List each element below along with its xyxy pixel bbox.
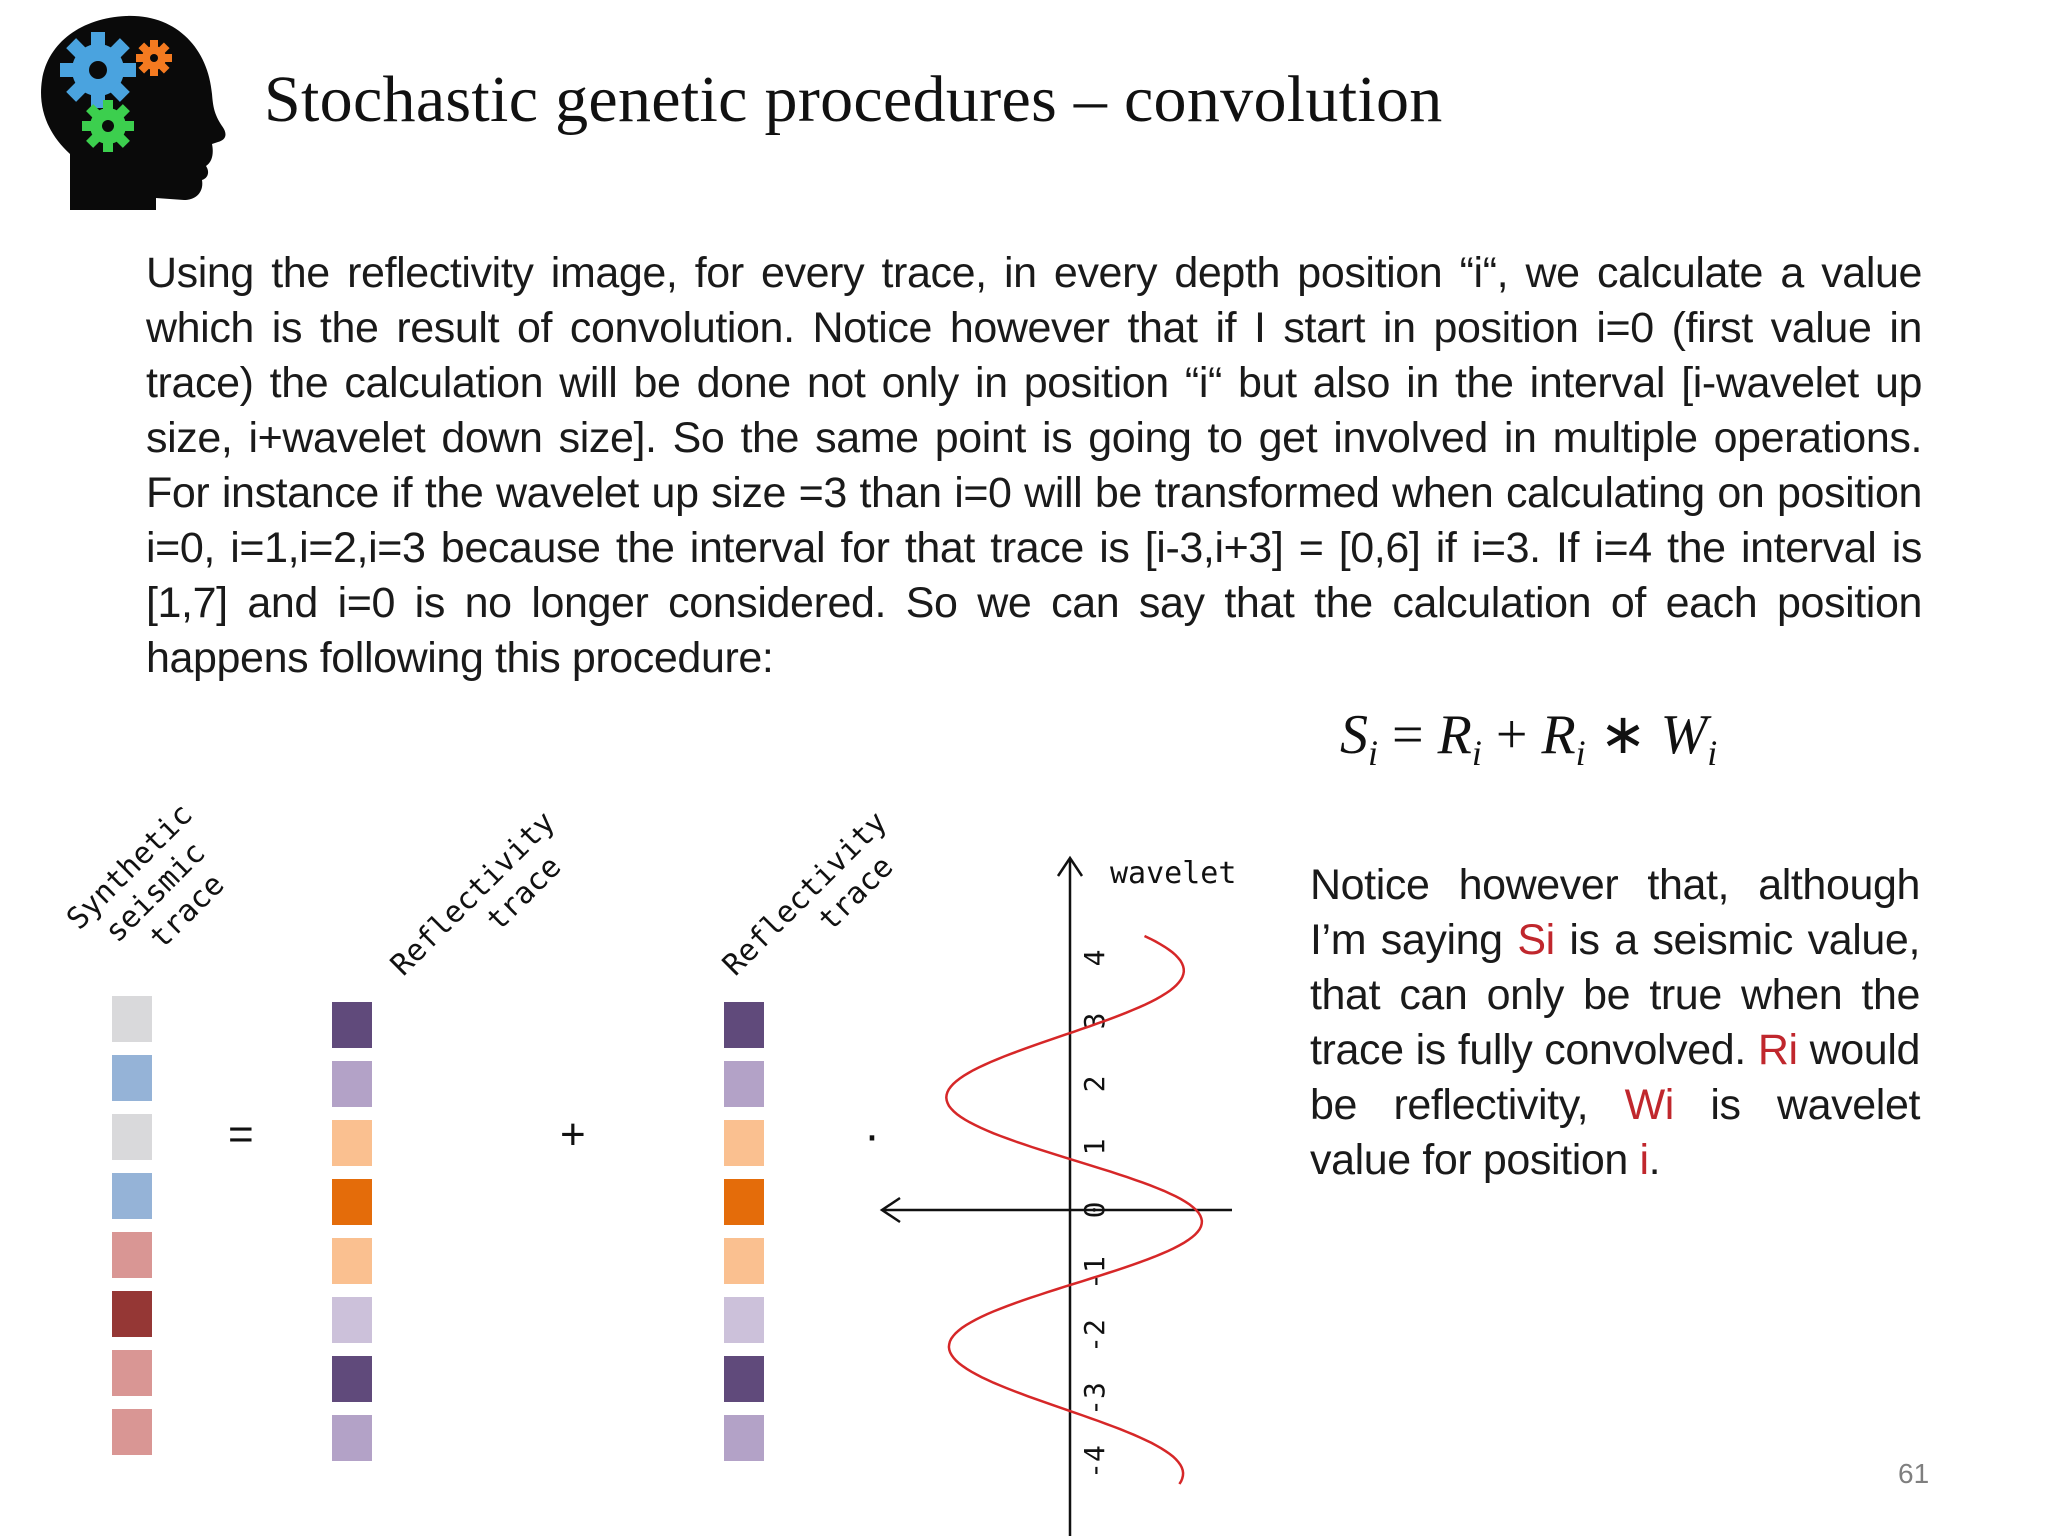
trace-cell (112, 1114, 152, 1160)
trace-cell (332, 1120, 372, 1166)
trace-cell (332, 1179, 372, 1225)
plus-operator: + (560, 1110, 586, 1159)
trace-cell (112, 1232, 152, 1278)
reflectivity-trace-column-2 (724, 1002, 764, 1472)
trace-cell (332, 1415, 372, 1461)
formula-r2: R (1541, 704, 1576, 766)
formula-s: S (1340, 704, 1368, 766)
note-part4: is wavelet value for position (1310, 1081, 1921, 1184)
wavelet-tick-label: -2 (1078, 1319, 1111, 1353)
trace-cell (724, 1120, 764, 1166)
trace-cell (332, 1356, 372, 1402)
wavelet-horizontal-arrowhead (879, 1196, 901, 1224)
formula-r2-sub: i (1575, 733, 1586, 774)
trace-cell (724, 1297, 764, 1343)
wavelet-tick-label: -4 (1078, 1445, 1111, 1479)
note-wi: Wi (1624, 1081, 1675, 1129)
trace-cell (724, 1061, 764, 1107)
trace-cell (724, 1179, 764, 1225)
gear-blue-icon (60, 32, 136, 108)
note-i: i (1639, 1136, 1649, 1184)
wavelet-tick-label: 0 (1078, 1202, 1111, 1219)
equals-operator: = (228, 1110, 254, 1159)
head-silhouette (41, 15, 226, 211)
slide-title: Stochastic genetic procedures – convolut… (264, 63, 1443, 136)
formula-s-sub: i (1368, 733, 1379, 774)
wavelet-vertical-arrowhead (1056, 855, 1084, 877)
trace-cell (724, 1002, 764, 1048)
wavelet-tick-label: 1 (1078, 1139, 1111, 1156)
note-part3: would be reflectivity, (1310, 1026, 1920, 1129)
trace-cell (112, 1173, 152, 1219)
wavelet-tick-label: -3 (1078, 1382, 1111, 1416)
trace-cell (332, 1297, 372, 1343)
note-part5: . (1648, 1136, 1661, 1184)
page-number: 61 (1898, 1458, 1930, 1489)
trace-cell (332, 1238, 372, 1284)
trace-cell (724, 1415, 764, 1461)
trace-cell (112, 1350, 152, 1396)
wavelet-label: wavelet (1110, 856, 1237, 891)
convolution-formula: Si = Ri + Ri ∗ Wi (1340, 702, 1717, 774)
formula-r1-sub: i (1471, 733, 1482, 774)
formula-equals: = (1392, 704, 1424, 766)
gear-orange-icon (136, 40, 172, 76)
trace-cell (332, 1061, 372, 1107)
trace-cell (724, 1238, 764, 1284)
note-ri: Ri (1757, 1026, 1798, 1074)
trace-cell (112, 996, 152, 1042)
trace-cell (112, 1409, 152, 1455)
gear-green-icon (82, 100, 134, 152)
wavelet-tick-label: 2 (1078, 1076, 1111, 1093)
wavelet-tick-label: 3 (1078, 1013, 1111, 1030)
wavelet-curve (945, 934, 1204, 1485)
wavelet-tick-label: 4 (1078, 950, 1111, 967)
label-synthetic-seismic-trace: Synthetic seismic trace (60, 797, 232, 969)
formula-plus: + (1495, 704, 1528, 766)
trace-cell (112, 1055, 152, 1101)
dot-operator: · (864, 1109, 880, 1162)
label-reflectivity-trace-1: Reflectivity trace (384, 804, 569, 990)
trace-cell (332, 1002, 372, 1048)
body-paragraph: Using the reflectivity image, for every … (146, 249, 1922, 682)
synthetic-trace-column (112, 996, 152, 1466)
formula-r1: R (1437, 704, 1472, 766)
formula-star: ∗ (1599, 704, 1647, 766)
head-gears-logo (41, 15, 226, 211)
note-paragraph: Notice however that, although I’m saying… (1310, 858, 1920, 1188)
note-part2: is a seismic value, that can only be tru… (1310, 916, 1920, 1074)
note-part1: Notice however that, although I’m saying (1310, 861, 1920, 964)
formula-w: W (1660, 704, 1708, 766)
reflectivity-trace-column-1 (332, 1002, 372, 1472)
note-si: Si (1517, 916, 1555, 964)
formula-w-sub: i (1707, 733, 1718, 774)
trace-cell (112, 1291, 152, 1337)
trace-cell (724, 1356, 764, 1402)
